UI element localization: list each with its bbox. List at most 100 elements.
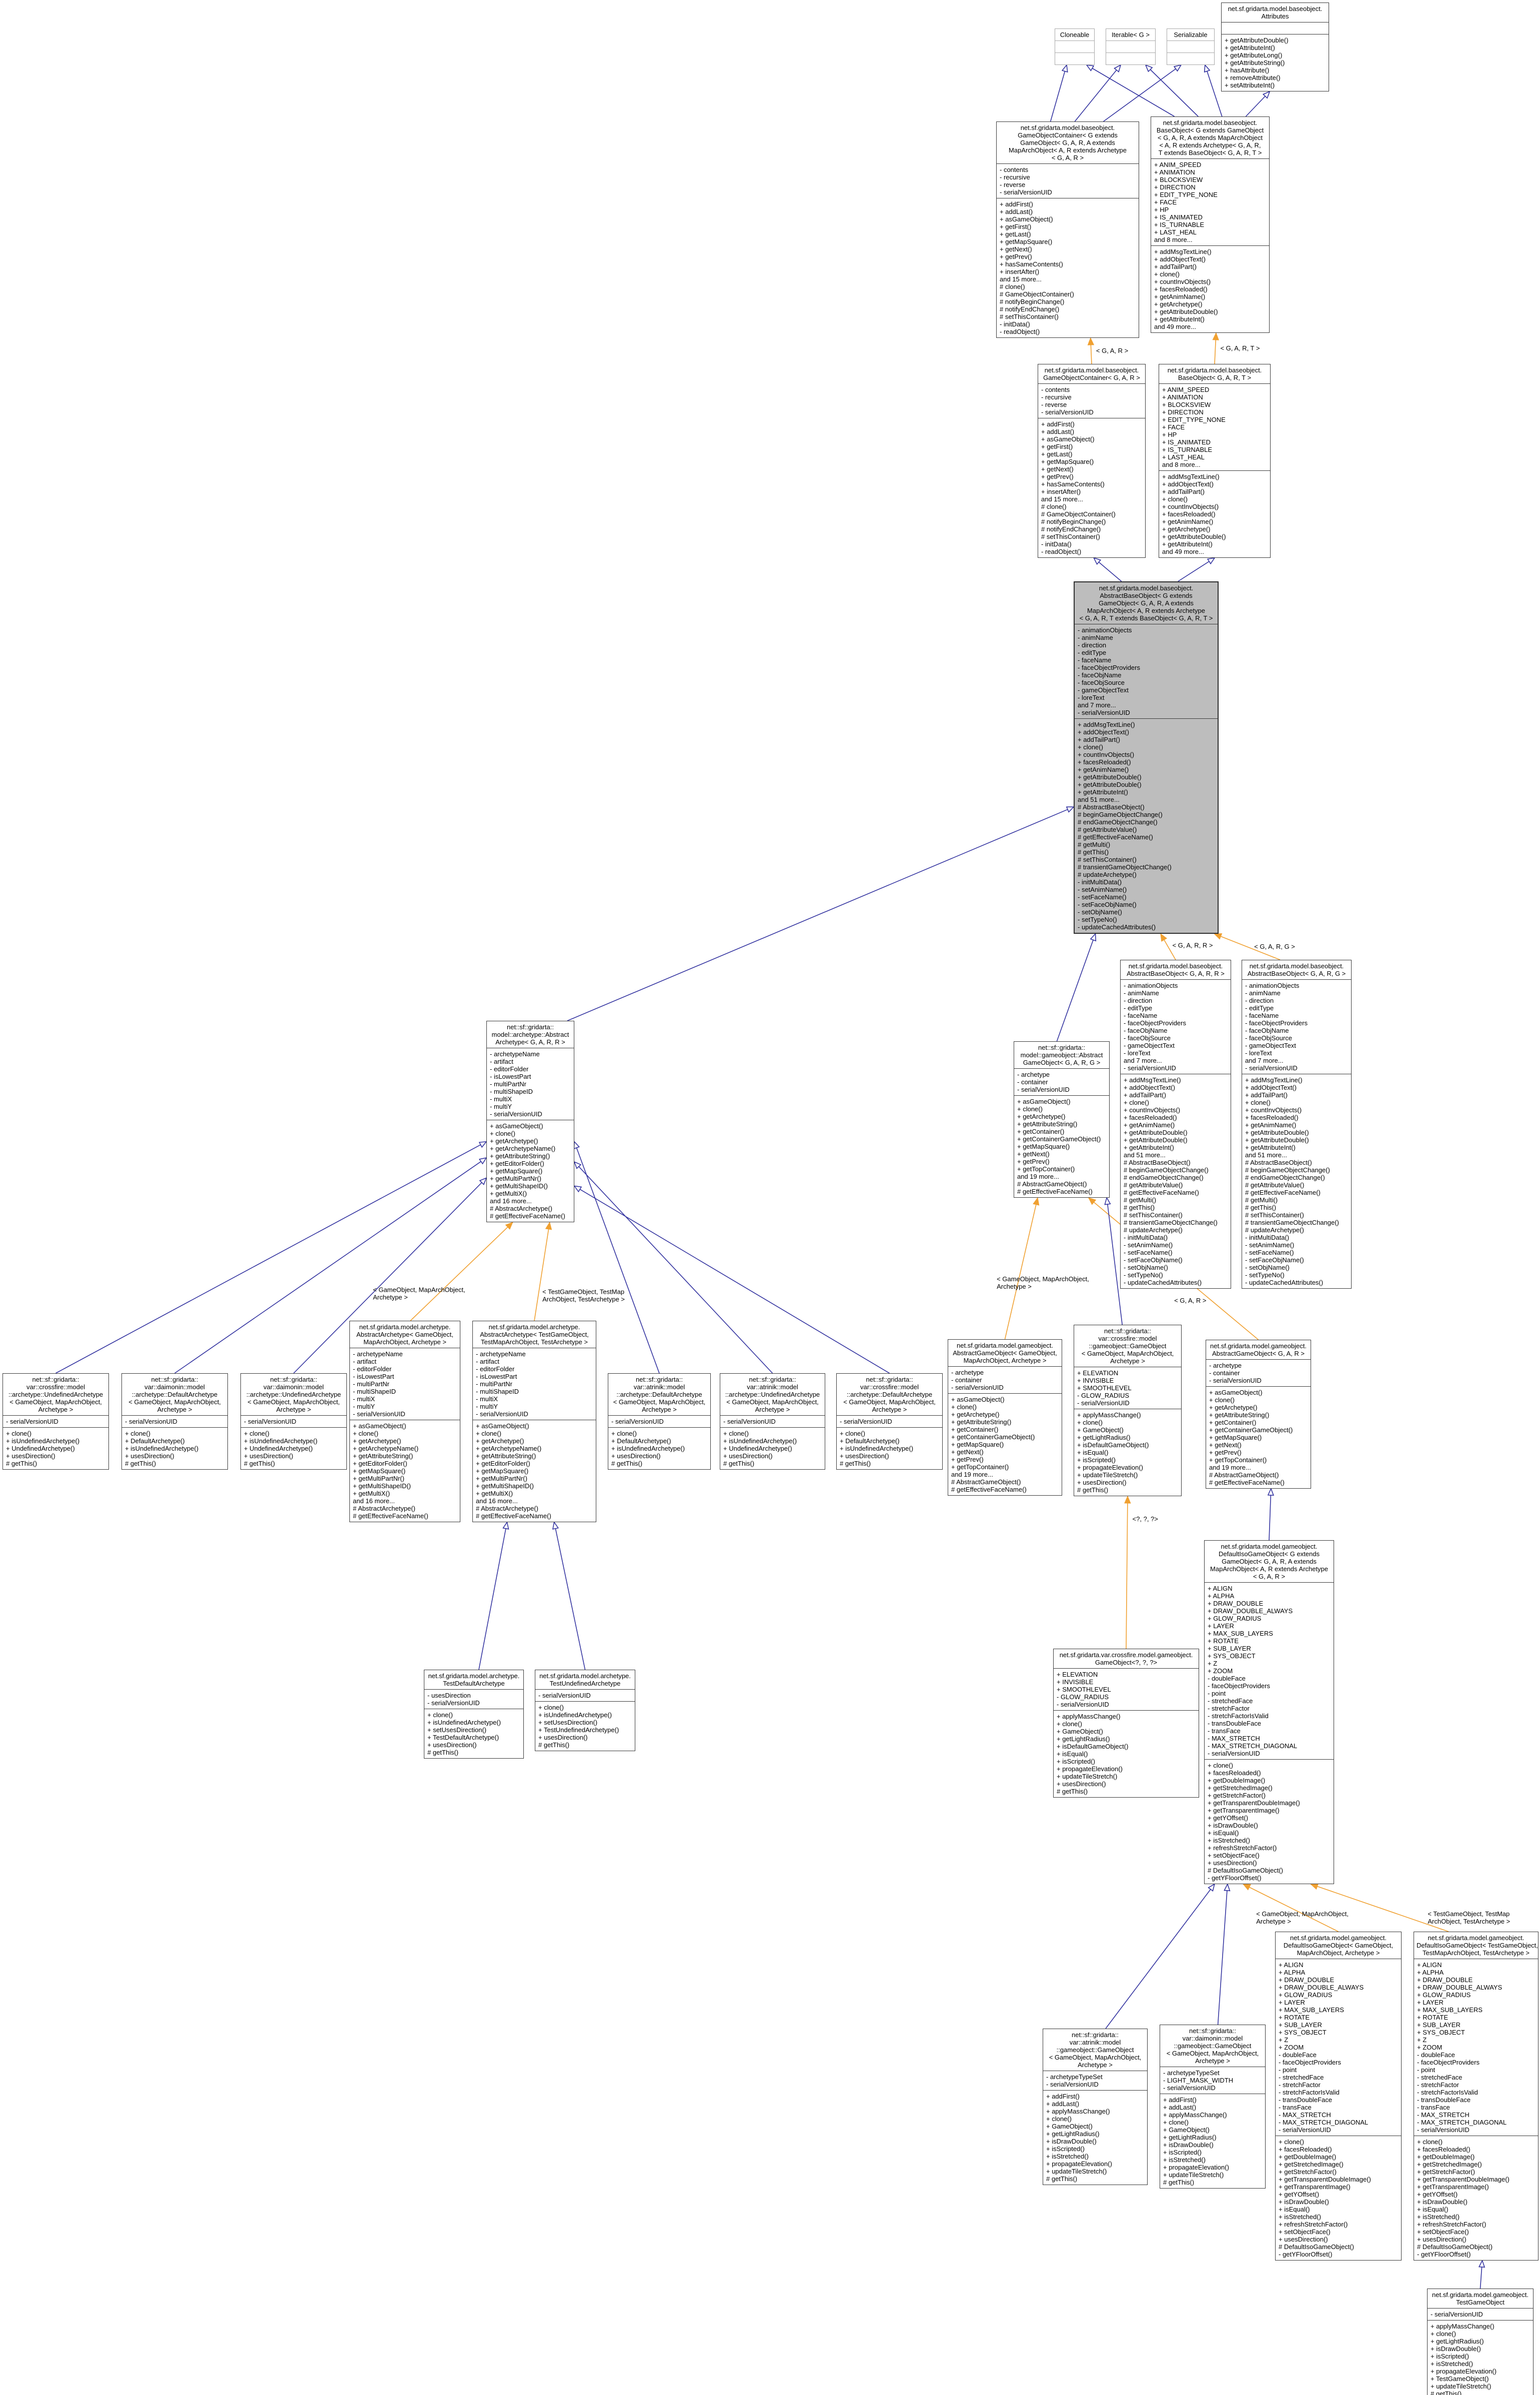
class-methods-item: + getPrev() <box>1017 1158 1050 1165</box>
class-box-tua[interactable]: net.sf.gridarta.model.archetype.TestUnde… <box>535 1670 635 1751</box>
edge-label-abo_r-to-gray: < G, A, R, R > <box>1173 941 1213 949</box>
class-methods-item: # getThis() <box>1046 2175 1078 2183</box>
class-methods-item: - readObject() <box>1041 548 1082 555</box>
class-methods-item: + getPrev() <box>951 1456 984 1463</box>
class-methods-item: + getMapSquare() <box>1000 238 1053 245</box>
class-title: net.sf.gridarta.model.baseobject.Abstrac… <box>1121 960 1231 979</box>
class-box-cloneable[interactable]: Cloneable <box>1055 28 1095 65</box>
class-methods-item: + addTailPart() <box>1154 263 1197 270</box>
class-attributes-item: + FACE <box>1154 198 1177 206</box>
class-methods-item: + asGameObject() <box>353 1422 406 1430</box>
class-methods-item: + getTransparentImage() <box>1279 2183 1351 2191</box>
class-box-go_dai[interactable]: net::sf::gridarta::var::daimonin::model:… <box>1160 2025 1266 2189</box>
class-box-v7[interactable]: net::sf::gridarta::var::atrinik::model::… <box>720 1373 825 1470</box>
class-title-line: net::sf::gridarta:: <box>1189 2027 1236 2035</box>
class-box-abo_g[interactable]: net.sf.gridarta.model.baseobject.Abstrac… <box>1242 960 1352 1289</box>
class-methods-item: + isDrawDouble() <box>1279 2198 1329 2206</box>
class-box-v3[interactable]: net::sf::gridarta::var::daimonin::model:… <box>240 1373 347 1470</box>
class-title-line: Archetype > <box>157 1406 192 1413</box>
class-attributes-item: - direction <box>1245 997 1274 1004</box>
class-box-v2[interactable]: net::sf::gridarta::var::daimonin::model:… <box>121 1373 228 1470</box>
class-box-inst_goc[interactable]: net.sf.gridarta.model.baseobject.GameObj… <box>1038 364 1146 558</box>
class-box-tda[interactable]: net.sf.gridarta.model.archetype.TestDefa… <box>424 1670 524 1759</box>
class-attributes-item: + BLOCKSVIEW <box>1154 176 1203 183</box>
class-box-iso_gen[interactable]: net.sf.gridarta.model.gameobject.Default… <box>1204 1540 1334 1884</box>
class-title-line: Archetype > <box>642 1406 677 1413</box>
class-box-inst_bo[interactable]: net.sf.gridarta.model.baseobject.BaseObj… <box>1159 364 1271 558</box>
class-methods-item: + getArchetypeName() <box>353 1445 419 1452</box>
class-box-ago2[interactable]: net.sf.gridarta.model.gameobject.Abstrac… <box>1206 1340 1311 1489</box>
class-methods: + clone()+ isUndefinedArchetype()+ Undef… <box>241 1427 346 1469</box>
class-methods-item: + getContainerGameObject() <box>1017 1135 1101 1143</box>
class-attributes-item: - multiX <box>476 1395 498 1403</box>
class-methods-item: + getMultiPartNr() <box>476 1475 527 1482</box>
class-title: net.sf.gridarta.model.archetype.Abstract… <box>350 1321 460 1348</box>
class-box-ago_gen[interactable]: net::sf::gridarta::model::gameobject::Ab… <box>1014 1041 1110 1198</box>
class-box-aa_gen[interactable]: net::sf::gridarta::model::archetype::Abs… <box>486 1021 574 1222</box>
class-attributes-item: - editType <box>1245 1004 1274 1012</box>
class-methods-item: + getDoubleImage() <box>1417 2153 1475 2161</box>
class-box-v6[interactable]: net::sf::gridarta::var::atrinik::model::… <box>608 1373 711 1470</box>
class-attributes-item: + EDIT_TYPE_NONE <box>1154 191 1218 198</box>
class-attributes: - archetype- container- serialVersionUID <box>948 1366 1062 1393</box>
class-box-aa2[interactable]: net.sf.gridarta.model.archetype.Abstract… <box>472 1321 596 1522</box>
class-methods-item: - setFaceObjName() <box>1078 901 1137 908</box>
class-methods-item: # getEffectiveFaceName() <box>490 1212 565 1220</box>
class-box-abo_r[interactable]: net.sf.gridarta.model.baseobject.Abstrac… <box>1120 960 1231 1289</box>
class-methods: + clone()+ facesReloaded()+ getDoubleIma… <box>1276 2136 1401 2260</box>
class-title-line: net.sf.gridarta.model.gameobject. <box>957 1342 1053 1349</box>
class-attributes-item: - stretchFactor <box>1417 2081 1459 2089</box>
class-methods-item: + getMultiPartNr() <box>353 1475 404 1482</box>
class-title: net.sf.gridarta.model.baseobject.BaseObj… <box>1159 364 1270 383</box>
class-title-line: < A, R extends Archetype< G, A, R, <box>1159 141 1261 149</box>
class-attributes-item: + DRAW_DOUBLE <box>1417 1976 1473 1984</box>
class-box-v1[interactable]: net::sf::gridarta::var::crossfire::model… <box>2 1373 109 1470</box>
class-box-tgo[interactable]: net.sf.gridarta.model.gameobject.TestGam… <box>1427 2289 1534 2395</box>
class-box-gen_bo[interactable]: net.sf.gridarta.model.baseobject.BaseObj… <box>1151 116 1270 333</box>
class-box-aa1[interactable]: net.sf.gridarta.model.archetype.Abstract… <box>349 1321 460 1522</box>
class-box-iterable[interactable]: Iterable< G > <box>1106 28 1156 65</box>
class-methods-item: + getAttributeDouble() <box>1162 533 1226 540</box>
class-box-v8[interactable]: net::sf::gridarta::var::crossfire::model… <box>836 1373 943 1470</box>
class-methods-item: + clone() <box>427 1711 453 1719</box>
class-methods-item: + getArchetype() <box>476 1437 524 1445</box>
class-attributes-item: + MAX_SUB_LAYERS <box>1417 2006 1483 2014</box>
inheritance-edge-go_at-to-iso_gen <box>1105 1884 1215 2029</box>
edge-label-iso1-to-iso_gen: < GameObject, MapArchObject,Archetype > <box>1256 1910 1349 1925</box>
class-box-qbox[interactable]: net.sf.gridarta.var.crossfire.model.game… <box>1053 1649 1199 1798</box>
class-methods-item: + clone() <box>244 1430 269 1437</box>
class-methods-item: # getThis() <box>1124 1204 1155 1211</box>
class-box-iso2[interactable]: net.sf.gridarta.model.gameobject.Default… <box>1414 1932 1539 2261</box>
class-methods-item: + isStretched() <box>1417 2213 1460 2221</box>
class-title-line: GameObject< G, A, R, A extends <box>1099 599 1194 607</box>
class-methods-item: + isUndefinedArchetype() <box>611 1445 685 1452</box>
inheritance-edge-iso_gen-to-ago2 <box>1269 1489 1271 1541</box>
class-attributes-item: - serialVersionUID <box>476 1410 528 1418</box>
class-box-serializable[interactable]: Serializable <box>1167 28 1215 65</box>
class-methods-item: + getAttributeInt() <box>1225 44 1275 51</box>
template-instantiation-edge-iso2-to-iso_gen <box>1310 1883 1449 1932</box>
class-box-iso1[interactable]: net.sf.gridarta.model.gameobject.Default… <box>1275 1932 1402 2261</box>
class-methods-item: + isScripted() <box>1163 2149 1202 2156</box>
class-title-line: MapArchObject, Archetype > <box>963 1357 1047 1364</box>
class-box-attributes[interactable]: net.sf.gridarta.model.baseobject.Attribu… <box>1221 2 1329 91</box>
class-box-go_at[interactable]: net::sf::gridarta::var::atrinik::model::… <box>1043 2029 1148 2185</box>
class-attributes-item: - animName <box>1078 634 1113 641</box>
class-title: net::sf::gridarta::var::atrinik::model::… <box>720 1374 825 1415</box>
class-methods-item: + updateTileStretch() <box>1163 2171 1224 2179</box>
class-methods: + asGameObject()+ clone()+ getArchetype(… <box>1014 1095 1109 1197</box>
class-attributes-item: + ALIGN <box>1279 1961 1304 1969</box>
class-methods-item: + getArchetype() <box>1017 1113 1066 1120</box>
class-box-gen_goc[interactable]: net.sf.gridarta.model.baseobject.GameObj… <box>996 121 1139 338</box>
class-attributes-item: and 7 more... <box>1078 701 1116 709</box>
class-title-line: MapArchObject, Archetype > <box>1297 1949 1380 1957</box>
class-box-gray[interactable]: net.sf.gridarta.model.baseobject.Abstrac… <box>1074 581 1219 934</box>
class-methods-item: - setTypeNo() <box>1078 916 1117 923</box>
class-box-cf_go[interactable]: net::sf::gridarta::var::crossfire::model… <box>1074 1325 1182 1496</box>
class-methods-item: + getYOffset() <box>1208 1814 1249 1822</box>
class-methods-item: # DefaultIsoGameObject() <box>1279 2243 1355 2251</box>
class-title: net.sf.gridarta.model.gameobject.Default… <box>1205 1541 1334 1582</box>
class-attributes-item: + GLOW_RADIUS <box>1417 1991 1471 1999</box>
class-box-ago1[interactable]: net.sf.gridarta.model.gameobject.Abstrac… <box>948 1339 1062 1496</box>
class-methods-item: + getMultiX() <box>476 1490 513 1497</box>
